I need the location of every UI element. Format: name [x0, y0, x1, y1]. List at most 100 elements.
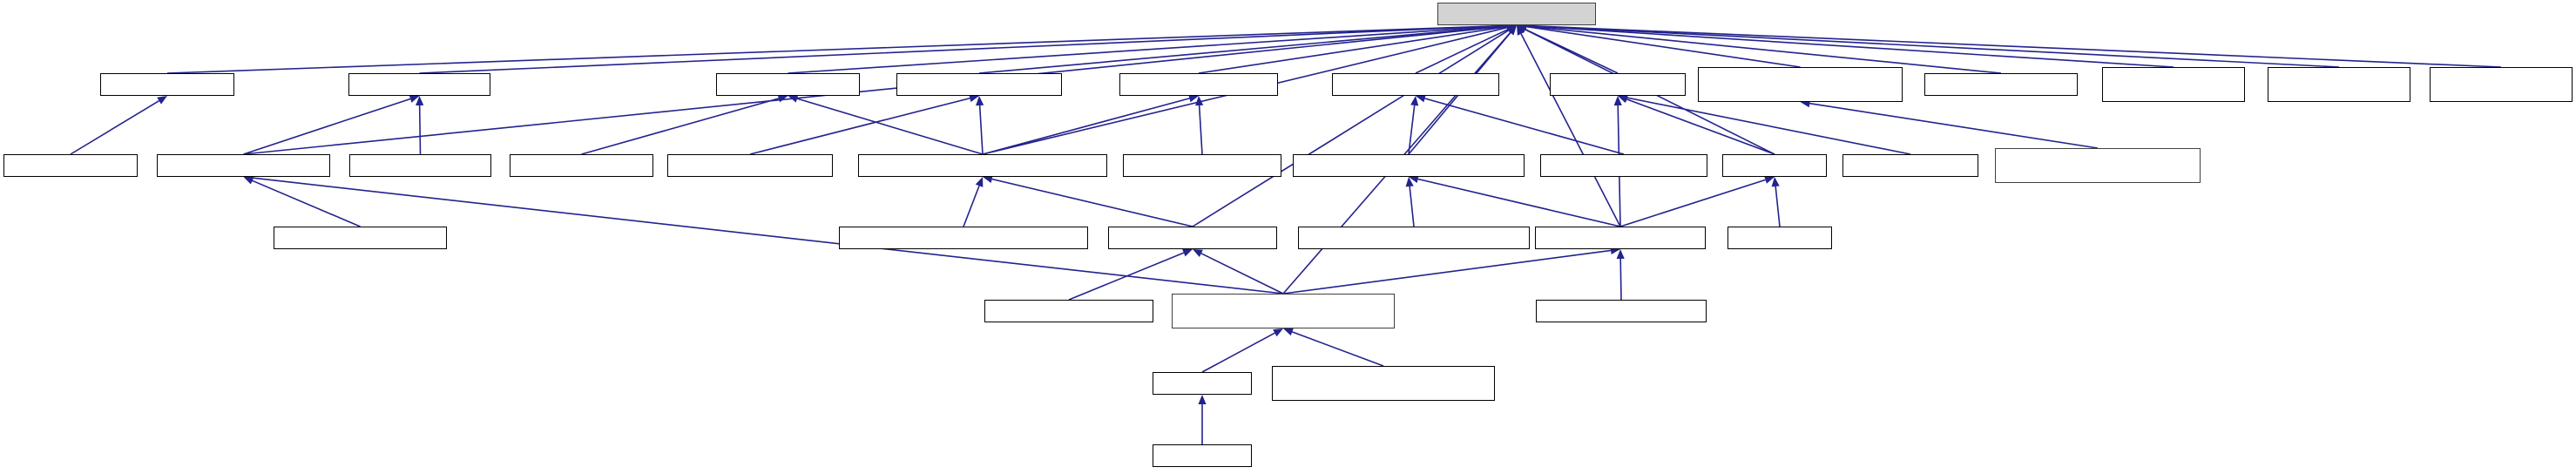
- graph-node-refdenms_h[interactable]: [896, 73, 1062, 96]
- graph-edge-alacarte_h-to-roadworks_h: [991, 178, 1193, 227]
- graph-edge-seqof_aper_c-to-root: [1525, 24, 2174, 68]
- graph-edge-eventhist_h-to-root: [419, 24, 1508, 74]
- graph-node-roadworks_c[interactable]: [839, 227, 1088, 249]
- graph-edge-restrtypes_c-to-restrtypes_h: [1198, 105, 1203, 155]
- graph-edge-restrtypes_h-to-root: [1198, 25, 1508, 74]
- graph-edge-itinerary_h-to-root: [788, 24, 1508, 74]
- graph-edge-roadworks_h-to-itinerary_h: [796, 98, 984, 155]
- graph-arrowhead-situation_h-to-eventhist_h: [409, 95, 420, 103]
- graph-edge-denm_msg_c-to-denm_h_node: [1292, 331, 1384, 367]
- graph-node-restrtypes_c[interactable]: [1123, 154, 1281, 177]
- graph-node-denm_msg_c[interactable]: [1272, 366, 1495, 401]
- graph-arrowhead-location_h-to-traces_h: [1764, 175, 1775, 184]
- graph-edge-situation_h-to-eventhist_h: [243, 98, 411, 155]
- graph-arrowhead-denm_h_node-to-alacarte_h: [1193, 249, 1203, 257]
- graph-arrowhead-eventhist_c-to-eventhist_h: [416, 96, 424, 106]
- graph-arrowhead-itinerary_c-to-itinerary_h: [777, 94, 788, 103]
- graph-arrowhead-traces_c-to-traces_h: [1771, 177, 1780, 187]
- graph-node-denm_h_node[interactable]: [1172, 294, 1395, 328]
- graph-edge-roadworks_c-to-roadworks_h: [963, 185, 980, 227]
- graph-node-itinerary_c[interactable]: [510, 154, 653, 177]
- graph-node-posofpil_c[interactable]: [1540, 154, 1707, 177]
- graph-edge-protcomm_h-to-root: [1525, 25, 1801, 68]
- graph-edge-seqof_c-to-root: [1525, 25, 2002, 74]
- graph-node-seqof_uper_c[interactable]: [2430, 67, 2573, 102]
- graph-arrowhead-denm_dot_h-to-denm_h_node: [1273, 328, 1283, 337]
- graph-node-denm_dot_h[interactable]: [1153, 372, 1252, 395]
- graph-edge-protcomm_c-to-protcomm_h: [1809, 102, 2099, 149]
- graph-arrowhead-denm_dot_c-to-denm_dot_h: [1198, 395, 1207, 404]
- graph-node-digitalmap_h[interactable]: [100, 73, 234, 96]
- graph-node-itinerary_h[interactable]: [716, 73, 860, 96]
- graph-edge-refdenms_h-to-root: [978, 25, 1508, 74]
- graph-arrowhead-roadworks_h-to-restrtypes_h: [1188, 94, 1199, 103]
- graph-edge-denm_h_node-to-situation_h: [253, 177, 1284, 295]
- graph-node-root[interactable]: [1437, 3, 1596, 25]
- graph-edge-roadworks_h-to-restrtypes_h: [982, 98, 1190, 155]
- graph-node-roadworks_h[interactable]: [858, 154, 1107, 177]
- graph-edge-posofpil_h-to-root: [1415, 28, 1509, 74]
- graph-edge-itinerary_c-to-itinerary_h: [581, 98, 780, 155]
- graph-node-alacarte_c[interactable]: [984, 300, 1153, 322]
- graph-edge-posofpil_c-to-posofpil_h: [1424, 98, 1625, 155]
- graph-node-eventhist_c[interactable]: [349, 154, 491, 177]
- graph-arrowhead-location_h-to-root: [1517, 25, 1525, 36]
- graph-arrowhead-restrtypes_c-to-restrtypes_h: [1195, 96, 1204, 106]
- graph-node-denm_dot_c[interactable]: [1153, 444, 1252, 467]
- graph-edge-denm_h_node-to-alacarte_h: [1200, 253, 1284, 295]
- graph-node-protcomm_h[interactable]: [1698, 67, 1903, 102]
- graph-node-eventhist_h[interactable]: [348, 73, 490, 96]
- graph-edge-location_h-to-root: [1520, 33, 1621, 227]
- graph-node-seqof_c[interactable]: [1924, 73, 2078, 96]
- graph-edge-location_c-to-location_h: [1619, 258, 1622, 301]
- graph-node-digitalmap_c[interactable]: [3, 154, 138, 177]
- graph-node-location_c[interactable]: [1536, 300, 1707, 322]
- graph-edge-eventhist_c-to-eventhist_h: [418, 105, 422, 155]
- graph-edge-refdenms_c-to-refdenms_h: [749, 97, 970, 155]
- graph-arrowhead-alacarte_c-to-alacarte_h: [1182, 248, 1193, 257]
- graph-node-seqof_jer_c[interactable]: [2268, 67, 2410, 102]
- graph-node-pathhist_h[interactable]: [1550, 73, 1686, 96]
- graph-arrowhead-impactred_c-to-impactred_h: [1405, 177, 1414, 187]
- graph-edge-digitalmap_c-to-digitalmap_h: [70, 99, 159, 155]
- graph-node-refdenms_c[interactable]: [667, 154, 833, 177]
- graph-node-impactred_h[interactable]: [1293, 154, 1525, 177]
- graph-node-traces_h[interactable]: [1722, 154, 1827, 177]
- graph-edge-location_h-to-traces_h: [1619, 179, 1766, 227]
- graph-node-situation_c[interactable]: [274, 227, 447, 249]
- graph-edge-alacarte_h-to-root: [1192, 30, 1510, 227]
- graph-edge-location_h-to-impactred_h: [1417, 178, 1621, 227]
- graph-edge-pathhist_c-to-pathhist_h: [1626, 97, 1911, 155]
- graph-node-seqof_aper_c[interactable]: [2102, 67, 2245, 102]
- graph-edge-situation_h-to-root: [243, 25, 1508, 155]
- graph-arrowhead-location_h-to-impactred_h: [1409, 175, 1419, 183]
- graph-edge-denm_h_node-to-location_h: [1282, 249, 1612, 295]
- graph-arrowhead-location_c-to-location_h: [1616, 249, 1625, 260]
- graph-edge-digitalmap_h-to-root: [166, 24, 1508, 74]
- graph-node-impactred_c[interactable]: [1298, 227, 1530, 249]
- graph-edge-situation_c-to-situation_h: [252, 179, 361, 227]
- graph-arrowhead-posofpil_c-to-posofpil_h: [1416, 94, 1426, 103]
- graph-edge-denm_dot_h-to-denm_h_node: [1201, 332, 1275, 373]
- graph-edge-seqof_jer_c-to-root: [1525, 24, 2340, 68]
- graph-edge-seqof_uper_c-to-root: [1525, 24, 2502, 68]
- graph-arrowhead-location_h-to-pathhist_h: [1613, 96, 1622, 106]
- graph-node-pathhist_c[interactable]: [1842, 154, 1978, 177]
- graph-arrowhead-roadworks_h-to-refdenms_h: [976, 96, 984, 106]
- graph-node-protcomm_c[interactable]: [1995, 148, 2201, 183]
- graph-node-situation_h[interactable]: [157, 154, 330, 177]
- graph-arrowhead-alacarte_h-to-roadworks_h: [983, 175, 993, 184]
- graph-arrowhead-roadworks_h-to-itinerary_h: [788, 94, 799, 103]
- graph-edge-traces_c-to-traces_h: [1775, 186, 1781, 227]
- graph-node-traces_c[interactable]: [1727, 227, 1832, 249]
- graph-arrowhead-traces_h-to-root: [1517, 25, 1527, 34]
- graph-edge-roadworks_h-to-refdenms_h: [978, 105, 984, 155]
- graph-node-posofpil_h[interactable]: [1332, 73, 1499, 96]
- graph-arrowhead-denm_h_node-to-root: [1507, 25, 1517, 36]
- graph-arrowhead-refdenms_c-to-refdenms_h: [969, 94, 979, 103]
- graph-node-restrtypes_h[interactable]: [1119, 73, 1278, 96]
- graph-arrowhead-traces_h-to-pathhist_h: [1618, 95, 1628, 104]
- graph-arrowhead-denm_msg_c-to-denm_h_node: [1283, 328, 1294, 336]
- graph-node-alacarte_h[interactable]: [1108, 227, 1277, 249]
- graph-node-location_h[interactable]: [1535, 227, 1706, 249]
